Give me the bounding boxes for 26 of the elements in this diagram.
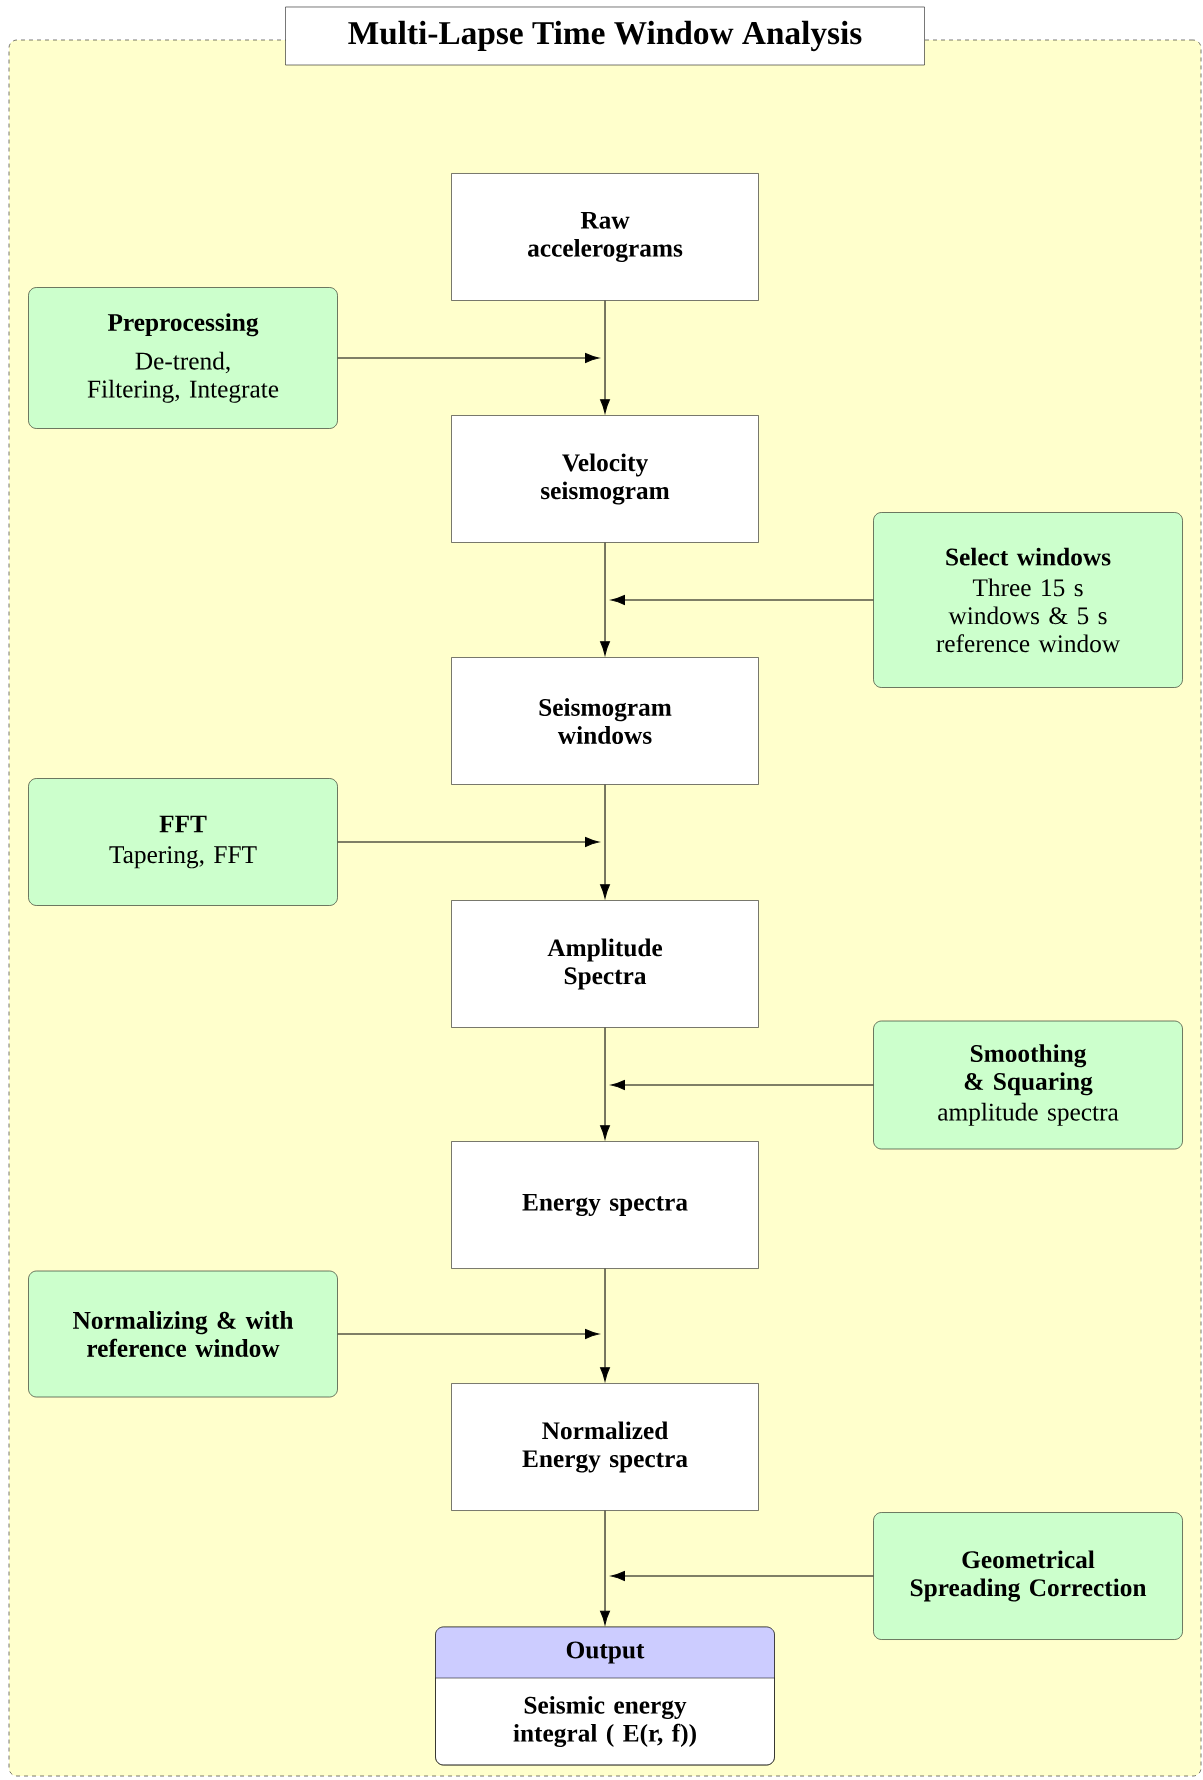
arrow [600,300,610,414]
arrow [610,595,874,605]
process-box: Seismogram windows [451,657,759,785]
arrow [337,1329,600,1339]
step-box: Smoothing & Squaring amplitude spectra [873,1020,1183,1150]
process-box: Energy spectra [451,1141,759,1269]
process-box: Amplitude Spectra [451,900,759,1028]
step-box: Preprocessing De-trend, Filtering, Integrate [28,287,338,429]
arrow [600,1510,610,1625]
output-box: Output Seismic energy integral ( E(r, f)) [435,1626,775,1766]
process-box: Velocity seismogram [451,415,759,543]
arrow [600,784,610,899]
step-box: Select windows Three 15 s windows & 5 s reference window [873,512,1183,688]
process-box: Raw accelerograms [451,173,759,301]
arrow [610,1080,874,1090]
arrow [600,1268,610,1382]
step-box: FFT Tapering, FFT [28,778,338,906]
arrow [337,353,600,363]
arrow [600,1027,610,1140]
arrow [337,837,600,847]
process-box: Normalized Energy spectra [451,1383,759,1511]
title-box: Multi-Lapse Time Window Analysis [285,6,925,66]
step-box: Geometrical Spreading Correction [873,1512,1183,1640]
arrow [600,542,610,656]
step-box: Normalizing & with reference window [28,1270,338,1398]
arrow [610,1571,874,1581]
